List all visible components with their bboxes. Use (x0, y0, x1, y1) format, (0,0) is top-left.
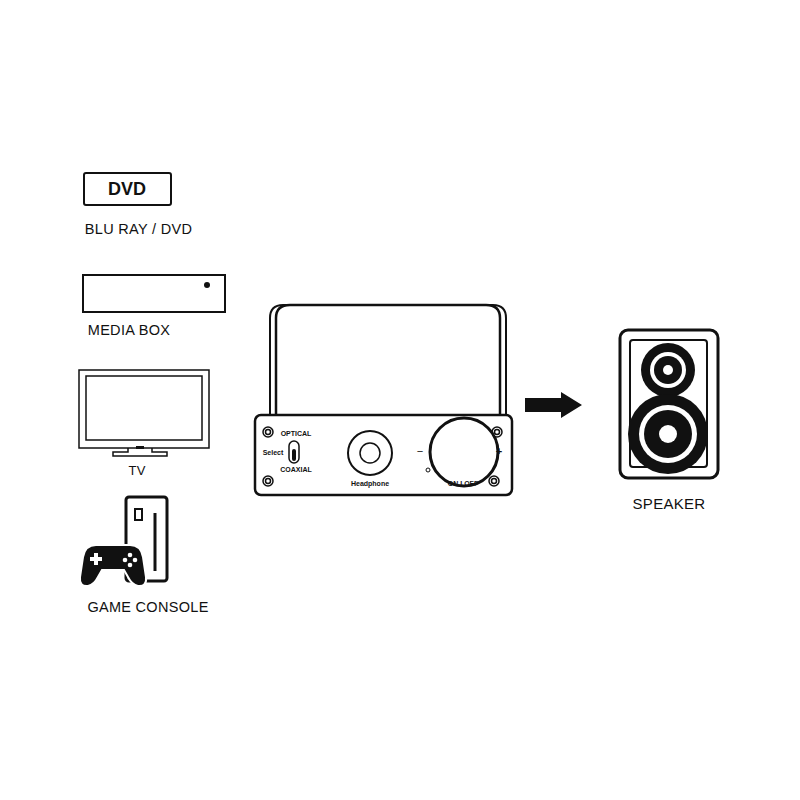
volume-sign: + (496, 446, 502, 457)
speaker: SPEAKER (582, 328, 752, 516)
block-arrow (525, 392, 582, 418)
gamepad-button (128, 553, 133, 558)
dvd-logo: DVD (108, 180, 146, 198)
device-label: TV (128, 464, 145, 477)
tv-stand (113, 448, 167, 456)
amplifier: OPTICAL SelectCOAXIAL Headphone − + ON I OFF (255, 300, 525, 496)
switch-label: Select (263, 448, 284, 455)
tv-screen (86, 376, 202, 440)
media-box-icon (83, 275, 225, 312)
jack-label: Headphone (351, 480, 389, 487)
input-label: COAXIAL (280, 466, 312, 473)
headphone-jack-hole (360, 443, 380, 463)
gamepad-dpad (90, 553, 102, 565)
speaker-cabinet (620, 330, 718, 478)
woofer (628, 394, 708, 474)
select-switch-lever (292, 449, 296, 461)
game-console: GAME CONSOLE (78, 494, 223, 618)
tweeter (641, 343, 695, 397)
front-panel (255, 415, 512, 495)
woofer (659, 425, 677, 443)
gamepad-button (123, 558, 128, 563)
device-label: BLU RAY / DVD (85, 221, 192, 236)
device-label: GAME CONSOLE (87, 600, 208, 615)
woofer (644, 410, 692, 458)
media-box-led (204, 282, 210, 288)
device-label: SPEAKER (633, 496, 706, 511)
media-box: MEDIA BOX (80, 272, 228, 342)
amplifier-edge (269, 318, 271, 415)
tv-stand-neck (136, 446, 144, 449)
tweeter (663, 365, 673, 375)
gamepad (80, 545, 146, 586)
amplifier-edge (486, 305, 506, 318)
headphone-jack (348, 431, 392, 475)
tweeter (654, 356, 682, 384)
amplifier-edge (270, 305, 290, 318)
woofer (639, 405, 697, 463)
volume-sign: − (417, 446, 423, 457)
console-stripe (154, 513, 157, 571)
power-label: ON I OFF (448, 480, 478, 487)
device-label: MEDIA BOX (88, 323, 170, 338)
gamepad-button (133, 558, 138, 563)
volume-knob (430, 418, 498, 486)
power-led (426, 468, 430, 472)
gamepad-button (128, 563, 133, 568)
console-slot (135, 509, 142, 520)
dvd-player: DVDBLU RAY / DVD (83, 172, 172, 206)
select-switch (289, 441, 299, 463)
tweeter (650, 352, 686, 388)
tv-frame (79, 370, 209, 448)
amplifier-body (276, 305, 500, 415)
input-label: OPTICAL (281, 430, 312, 437)
amplifier-edge (505, 318, 507, 415)
tv: TV (76, 366, 212, 482)
